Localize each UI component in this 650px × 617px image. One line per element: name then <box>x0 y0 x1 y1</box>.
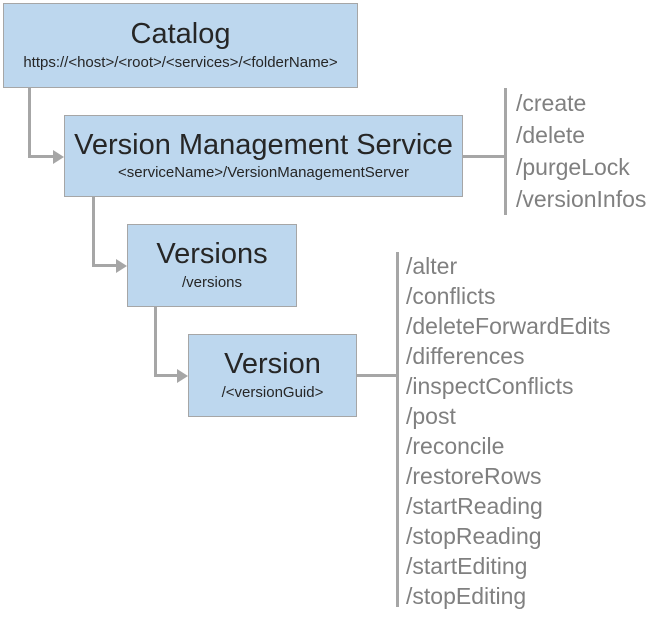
vms-operations-bracket <box>504 88 507 215</box>
versions-node: Versions /versions <box>127 224 297 307</box>
catalog-url: https://<host>/<root>/<services>/<folder… <box>23 53 338 71</box>
version-operations-bracket <box>396 252 399 607</box>
operation-item: /alter <box>406 253 458 279</box>
connector-versions-version-vertical <box>154 307 157 377</box>
connector-vms-operations <box>463 155 505 158</box>
catalog-title: Catalog <box>130 18 231 51</box>
version-url: /<versionGuid> <box>221 383 324 401</box>
connector-catalog-vms-horizontal <box>28 155 53 158</box>
operation-item: /versionInfos <box>516 186 647 212</box>
catalog-node: Catalog https://<host>/<root>/<services>… <box>3 3 358 88</box>
version-operations-list: /alter /conflicts /deleteForwardEdits /d… <box>406 251 611 611</box>
version-management-service-node: Version Management Service <serviceName>… <box>64 115 463 197</box>
version-title: Version <box>224 348 321 381</box>
operation-item: /purgeLock <box>516 154 630 180</box>
operation-item: /deleteForwardEdits <box>406 313 611 339</box>
operation-item: /delete <box>516 122 586 148</box>
operation-item: /reconcile <box>406 433 505 459</box>
operation-item: /create <box>516 90 587 116</box>
arrowhead-icon <box>116 259 127 273</box>
operation-item: /startEditing <box>406 553 528 579</box>
arrowhead-icon <box>53 150 64 164</box>
connector-vms-versions-horizontal <box>92 264 116 267</box>
operation-item: /startReading <box>406 493 543 519</box>
versions-url: /versions <box>181 273 243 291</box>
connector-version-operations <box>357 374 397 377</box>
operation-item: /restoreRows <box>406 463 542 489</box>
connector-versions-version-horizontal <box>154 374 177 377</box>
version-management-service-url: <serviceName>/VersionManagementServer <box>118 164 409 182</box>
version-management-service-title: Version Management Service <box>74 128 453 161</box>
operation-item: /conflicts <box>406 283 496 309</box>
operation-item: /stopReading <box>406 523 542 549</box>
operation-item: /stopEditing <box>406 583 527 609</box>
version-node: Version /<versionGuid> <box>188 334 357 417</box>
arrowhead-icon <box>177 369 188 383</box>
operation-item: /inspectConflicts <box>406 373 574 399</box>
operation-item: /differences <box>406 343 525 369</box>
operation-item: /post <box>406 403 456 429</box>
versions-title: Versions <box>156 238 268 271</box>
connector-catalog-vms-vertical <box>28 88 31 157</box>
vms-operations-list: /create /delete /purgeLock /versionInfos <box>516 87 646 215</box>
connector-vms-versions-vertical <box>92 197 95 266</box>
